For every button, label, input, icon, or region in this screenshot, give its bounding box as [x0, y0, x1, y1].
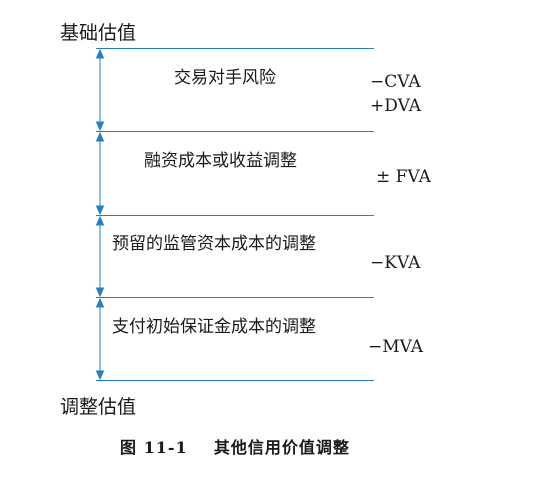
base-valuation-label: 基础估值 [60, 22, 137, 44]
adjustment-cva: −CVA [370, 72, 421, 92]
span-arrow-4 [95, 297, 105, 381]
row-label-regulatory-capital: 预留的监管资本成本的调整 [112, 234, 316, 254]
row-label-initial-margin: 支付初始保证金成本的调整 [112, 317, 316, 337]
row-label-funding-cost: 融资成本或收益调整 [144, 151, 297, 171]
figure-caption: 图 11-1 其他信用价值调整 [120, 438, 350, 457]
span-arrow-1 [95, 48, 105, 132]
adjusted-valuation-label: 调整估值 [60, 396, 137, 418]
row-label-counterparty-risk: 交易对手风险 [174, 68, 276, 88]
divider-line-3 [96, 297, 374, 298]
adjustment-kva: −KVA [370, 253, 421, 273]
span-arrow-3 [95, 215, 105, 298]
divider-line-top [96, 48, 374, 49]
adjustment-dva: +DVA [370, 96, 421, 116]
divider-line-2 [96, 215, 374, 216]
adjustment-fva: ± FVA [376, 167, 431, 187]
adjustment-mva: −MVA [368, 337, 424, 357]
divider-line-1 [96, 131, 374, 132]
divider-line-bottom [96, 380, 374, 381]
span-arrow-2 [95, 131, 105, 216]
